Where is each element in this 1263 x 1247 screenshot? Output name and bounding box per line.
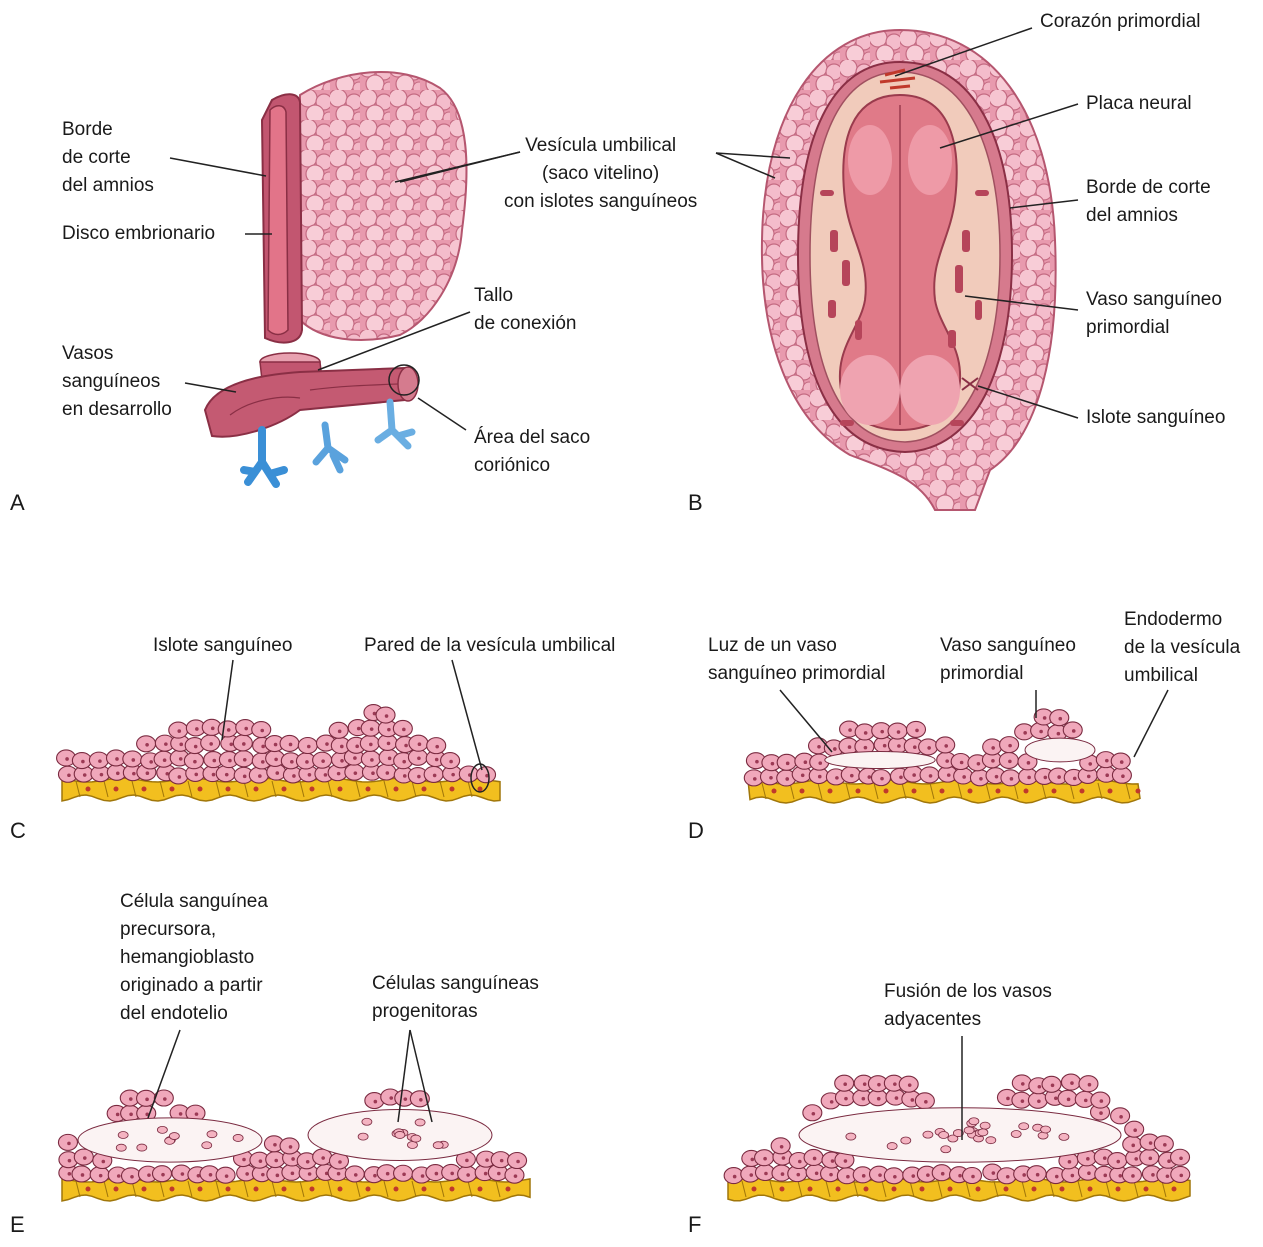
section-c-blood-islands: [57, 705, 500, 801]
label-primordial-vessel-d: Vaso sanguíneo primordial: [940, 632, 1076, 688]
label-cut-edge-b: Borde de corte del amnios: [1086, 174, 1211, 230]
label-umbilical-vesicle: Vesícula umbilical (saco vitelino) con i…: [504, 132, 697, 216]
label-chorionic-sac: Área del saco coriónico: [474, 424, 590, 480]
section-f-vessel-fusion: [724, 1074, 1190, 1201]
panel-b-drawing: [762, 30, 1056, 510]
label-vessel-fusion: Fusión de los vasos adyacentes: [884, 978, 1052, 1034]
panel-letter-c: C: [10, 818, 26, 844]
label-vessel-lumen: Luz de un vaso sanguíneo primordial: [708, 632, 885, 688]
panel-a-drawing: [205, 72, 467, 484]
panel-letter-d: D: [688, 818, 704, 844]
label-progenitor-cells: Células sanguíneas progenitoras: [372, 970, 539, 1026]
embryonic-disc: [268, 106, 288, 335]
panel-letter-b: B: [688, 490, 703, 516]
panel-letter-a: A: [10, 490, 25, 516]
section-d-primordial-vessels: [744, 709, 1140, 803]
label-cut-edge-a: Borde de corte del amnios: [62, 116, 154, 200]
stalk-end: [398, 367, 418, 401]
label-blood-island-c: Islote sanguíneo: [153, 632, 292, 660]
yolk-sac-vesicle: [300, 72, 467, 340]
section-e-hemangioblasts: [58, 1089, 530, 1201]
label-primordial-heart: Corazón primordial: [1040, 8, 1201, 36]
label-blood-island-b: Islote sanguíneo: [1086, 404, 1225, 432]
label-developing-vessels: Vasos sanguíneos en desarrollo: [62, 340, 172, 424]
stalk-body: [205, 368, 416, 437]
label-embryonic-disc: Disco embrionario: [62, 220, 215, 248]
panel-letter-f: F: [688, 1212, 701, 1238]
label-vesicle-wall: Pared de la vesícula umbilical: [364, 632, 615, 660]
label-neural-plate: Placa neural: [1086, 90, 1192, 118]
label-connecting-stalk: Tallo de conexión: [474, 282, 576, 338]
label-primordial-vessel-b: Vaso sanguíneo primordial: [1086, 286, 1222, 342]
label-precursor-cell: Célula sanguínea precursora, hemangiobla…: [120, 888, 268, 1028]
panel-letter-e: E: [10, 1212, 25, 1238]
label-endoderm: Endodermo de la vesícula umbilical: [1124, 606, 1240, 690]
